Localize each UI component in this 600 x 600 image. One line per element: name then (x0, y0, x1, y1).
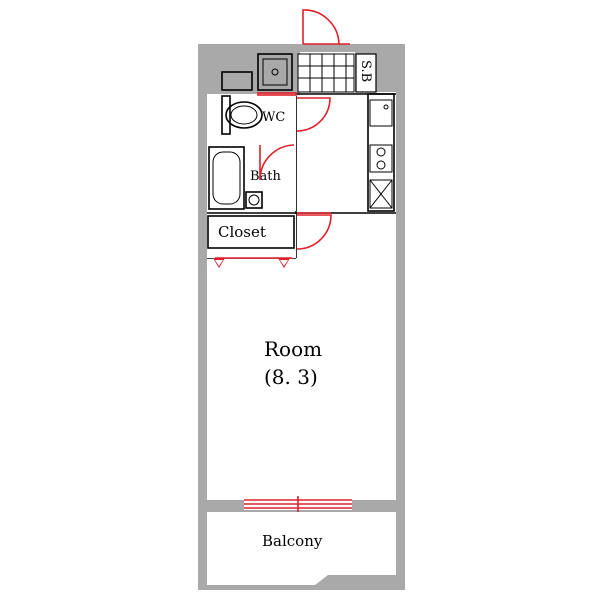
washbasin-unit (257, 53, 293, 91)
doors (257, 9, 350, 250)
wc-area: WC (207, 71, 296, 145)
wc-label: WC (262, 110, 285, 125)
main-room: Room (8. 3) (264, 337, 322, 389)
balcony-label: Balcony (262, 532, 323, 550)
closet-label: Closet (218, 223, 266, 241)
closet-area: Closet (207, 214, 296, 268)
room-size-label: (8. 3) (264, 365, 318, 389)
room-label: Room (264, 337, 322, 361)
sb-label: S.B (358, 60, 373, 82)
shoe-box: S.B (355, 53, 377, 93)
kitchen-counter (367, 93, 395, 212)
bath-label: Bath (250, 169, 282, 184)
bath-area: Bath (207, 145, 296, 211)
balcony-window (244, 496, 352, 512)
entrance-tile (297, 53, 355, 93)
